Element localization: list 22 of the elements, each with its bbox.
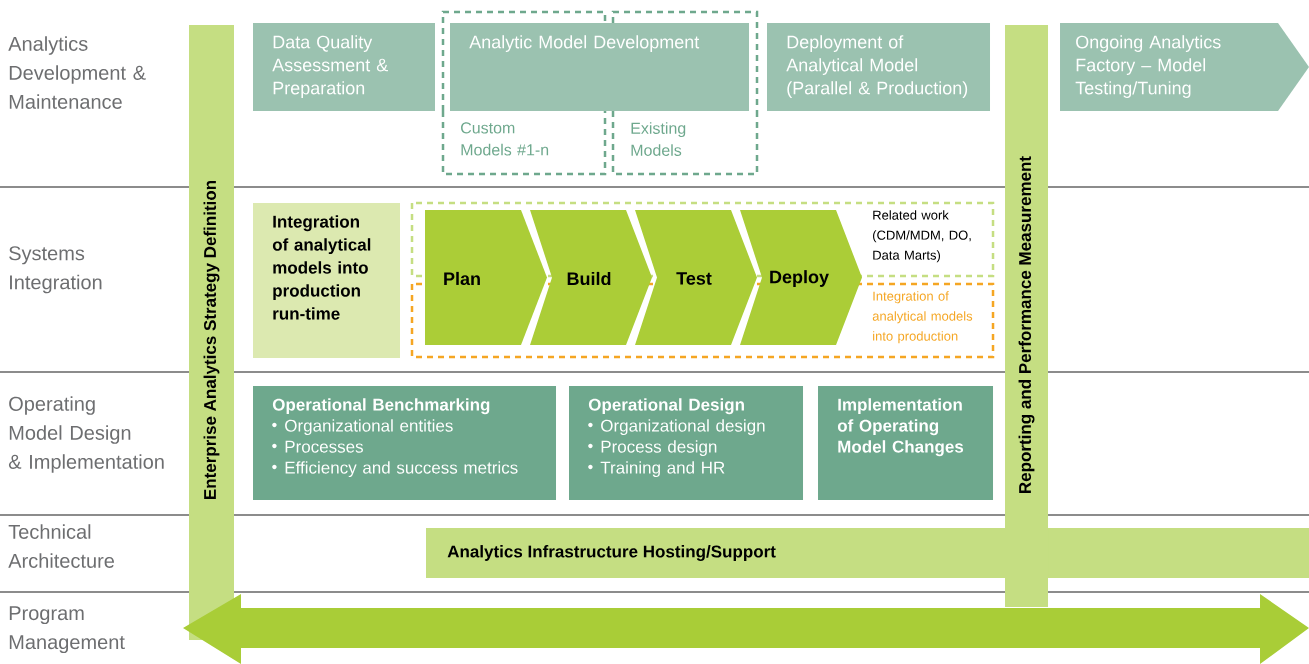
chevron-box: Ongoing Analytics Factory – Model Testing/Tuning [1060,23,1309,111]
chevron-step: Build [530,210,652,345]
process-box: Operational Benchmarking Organizational entities Processes Efficiency and success metrics [253,386,556,500]
process-box: Analytic Model Development [450,23,749,111]
row-heading: Analytics Development & Maintenance [8,36,146,109]
process-box: Integration of analytical models into production run-time [253,203,400,358]
process-box: Implementation of Operating Model Changes [818,386,993,500]
process-box: Operational Design Organizational design Process design Training and HR [569,386,803,500]
process-box: Data Quality Assessment & Preparation [253,23,435,111]
chevron-step: Test [635,210,757,345]
vertical-band: Enterprise Analytics Strategy Definition [189,25,234,640]
process-box: Deployment of Analytical Model (Parallel & Production) [767,23,990,111]
row-heading: Technical Architecture [8,524,114,568]
row-heading: Systems Integration [9,246,102,294]
row-heading: Program Management [9,606,125,654]
row-heading: Operating Model Design & Implementation [8,396,164,473]
dashed-frame: Existing Models [611,111,759,176]
chevron-step: Deploy [740,210,862,345]
dashed-frame: Custom Models #1-n [441,111,607,176]
infrastructure-bar: Analytics Infrastructure Hosting/Support [426,528,1309,578]
chevron-step: Plan [425,210,547,345]
vertical-band: Reporting and Performance Measurement [1005,25,1048,607]
